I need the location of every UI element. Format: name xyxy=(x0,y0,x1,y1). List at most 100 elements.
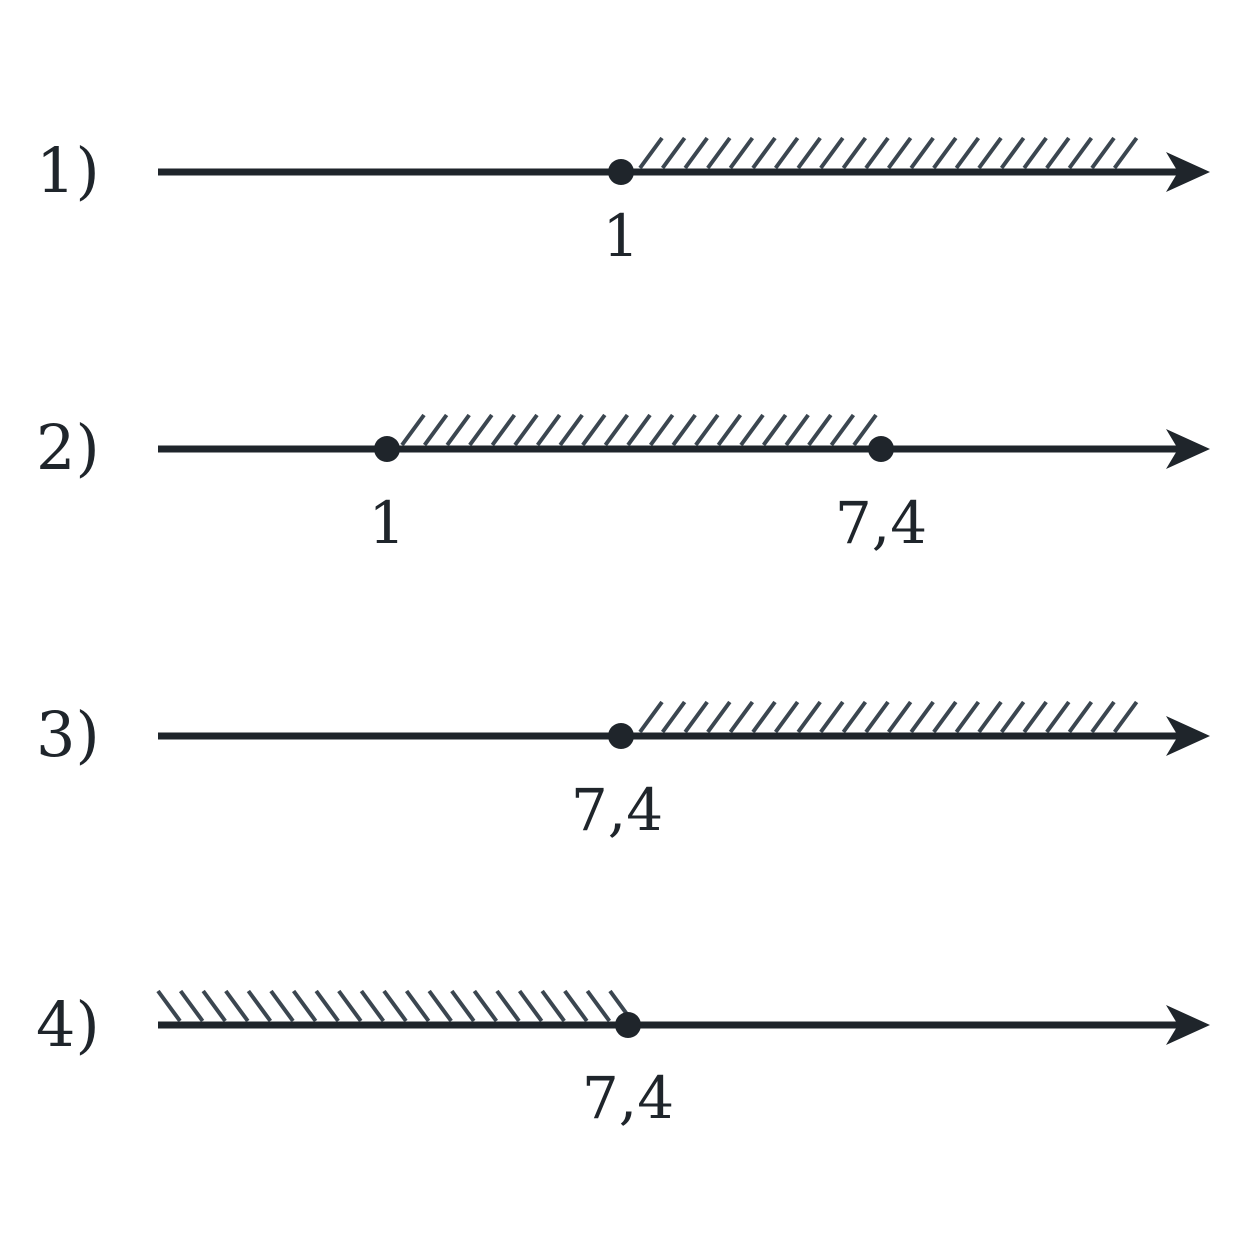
hatch-stroke xyxy=(1067,700,1094,734)
hatch-stroke xyxy=(468,413,494,447)
hatch-stroke xyxy=(472,989,499,1023)
option-4-point-7-4-label: 7,4 xyxy=(582,1064,674,1132)
option-1-hatching xyxy=(638,136,1139,170)
hatch-stroke xyxy=(626,413,652,447)
hatch-stroke xyxy=(382,989,408,1023)
hatch-stroke xyxy=(932,136,958,170)
option-1-point-1-label: 1 xyxy=(603,202,640,270)
hatch-stroke xyxy=(683,700,709,734)
hatch-stroke xyxy=(751,136,777,170)
hatch-stroke xyxy=(886,700,913,734)
hatch-stroke xyxy=(977,700,1003,734)
hatch-stroke xyxy=(739,413,765,447)
hatch-stroke xyxy=(751,700,777,734)
option-4-label: 4) xyxy=(36,988,100,1061)
option-3-point-7-4-label: 7,4 xyxy=(571,776,663,844)
hatch-stroke xyxy=(638,136,664,170)
hatch-stroke xyxy=(314,989,340,1023)
hatch-stroke xyxy=(563,989,589,1023)
hatch-stroke xyxy=(450,989,476,1023)
hatch-stroke xyxy=(716,413,743,447)
option-3-arrow-head xyxy=(1166,716,1210,756)
hatch-stroke xyxy=(706,700,732,734)
hatch-stroke xyxy=(581,413,607,447)
hatch-stroke xyxy=(819,136,845,170)
hatch-stroke xyxy=(224,989,250,1023)
hatch-stroke xyxy=(796,700,822,734)
hatch-stroke xyxy=(886,136,913,170)
hatch-stroke xyxy=(909,700,935,734)
hatch-stroke xyxy=(864,700,890,734)
hatch-stroke xyxy=(671,413,697,447)
hatch-stroke xyxy=(1090,136,1116,170)
hatch-stroke xyxy=(683,136,709,170)
hatch-stroke xyxy=(999,700,1026,734)
option-3-point-7-4 xyxy=(608,723,634,749)
hatch-stroke xyxy=(728,700,755,734)
option-1-arrow-head xyxy=(1166,152,1210,192)
hatch-stroke xyxy=(513,413,539,447)
option-4: 4) 7,4 xyxy=(36,988,1210,1132)
hatch-stroke xyxy=(1045,136,1071,170)
option-2-arrow-head xyxy=(1166,429,1210,469)
hatch-stroke xyxy=(269,989,295,1023)
hatch-stroke xyxy=(728,136,755,170)
hatch-stroke xyxy=(852,413,878,447)
hatch-stroke xyxy=(999,136,1026,170)
option-3-label: 3) xyxy=(36,698,100,771)
hatch-stroke xyxy=(156,989,182,1023)
hatch-stroke xyxy=(1090,700,1116,734)
hatch-stroke xyxy=(841,136,868,170)
hatch-stroke xyxy=(246,989,273,1023)
option-4-point-7-4 xyxy=(615,1012,641,1038)
hatch-stroke xyxy=(359,989,386,1023)
hatch-stroke xyxy=(337,989,363,1023)
hatch-stroke xyxy=(784,413,810,447)
hatch-stroke xyxy=(1022,136,1048,170)
option-1: 1) 1 xyxy=(36,134,1210,270)
hatch-stroke xyxy=(660,136,687,170)
hatch-stroke xyxy=(977,136,1003,170)
option-2-point-7-4 xyxy=(868,436,894,462)
hatch-stroke xyxy=(540,989,566,1023)
hatch-stroke xyxy=(819,700,845,734)
hatch-stroke xyxy=(585,989,612,1023)
hatch-stroke xyxy=(535,413,562,447)
option-1-point-1 xyxy=(608,159,634,185)
hatch-stroke xyxy=(694,413,720,447)
option-3: 3) 7,4 xyxy=(36,698,1210,844)
option-2-label: 2) xyxy=(36,411,100,484)
option-2-point-1-label: 1 xyxy=(369,489,406,557)
hatch-stroke xyxy=(829,413,856,447)
hatch-stroke xyxy=(445,413,471,447)
hatch-stroke xyxy=(422,413,449,447)
hatch-stroke xyxy=(706,136,732,170)
hatch-stroke xyxy=(517,989,544,1023)
hatch-stroke xyxy=(291,989,318,1023)
hatch-stroke xyxy=(490,413,517,447)
hatch-stroke xyxy=(1112,700,1139,734)
option-2-point-1 xyxy=(374,436,400,462)
hatch-stroke xyxy=(954,136,981,170)
option-2-point-7-4-label: 7,4 xyxy=(835,489,927,557)
hatch-stroke xyxy=(558,413,584,447)
hatch-stroke xyxy=(932,700,958,734)
hatch-stroke xyxy=(638,700,664,734)
hatch-stroke xyxy=(864,136,890,170)
hatch-stroke xyxy=(841,700,868,734)
hatch-stroke xyxy=(1067,136,1094,170)
option-2-hatching xyxy=(400,413,878,447)
hatch-stroke xyxy=(1112,136,1139,170)
option-1-label: 1) xyxy=(36,134,100,207)
hatch-stroke xyxy=(427,989,453,1023)
hatch-stroke xyxy=(603,413,630,447)
hatch-stroke xyxy=(773,136,800,170)
hatch-stroke xyxy=(404,989,431,1023)
option-2: 2) 1 7,4 xyxy=(36,411,1210,557)
hatch-stroke xyxy=(909,136,935,170)
hatch-stroke xyxy=(400,413,426,447)
option-3-hatching xyxy=(638,700,1139,734)
hatch-stroke xyxy=(773,700,800,734)
hatch-stroke xyxy=(807,413,833,447)
